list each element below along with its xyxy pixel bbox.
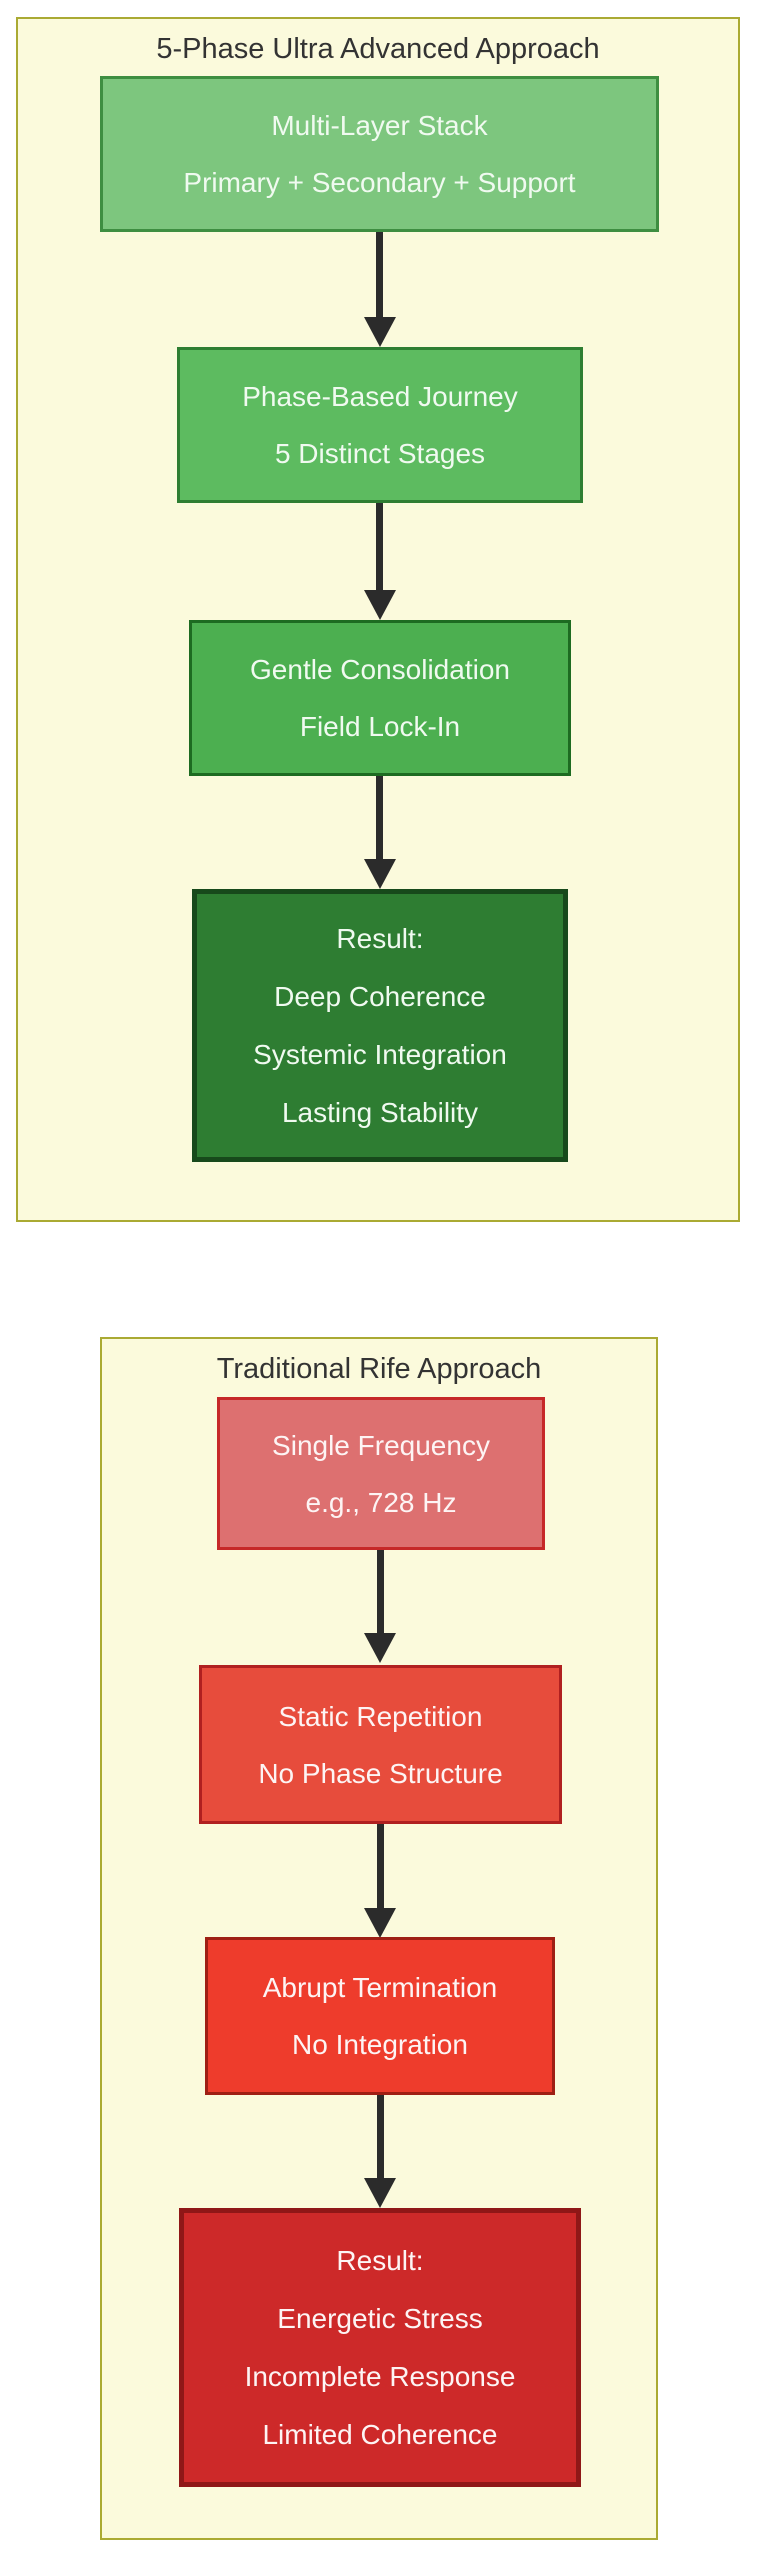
node-multi-layer-stack: Multi-Layer Stack Primary + Secondary + … [100,76,659,232]
cluster-traditional-title: Traditional Rife Approach [216,1353,542,1385]
node-line: Limited Coherence [262,2418,498,2450]
arrow-shaft [376,503,383,591]
node-line: Systemic Integration [253,1038,507,1070]
arrow-shaft [377,2095,384,2179]
node-line: 5 Distinct Stages [274,438,486,469]
arrow-head-icon [364,1633,396,1663]
node-abrupt-termination: Abrupt Termination No Integration [205,1937,555,2095]
node-line: Deep Coherence [274,980,486,1012]
arrow-head-icon [364,590,396,620]
node-line: No Phase Structure [258,1757,503,1789]
arrow-head-icon [364,859,396,889]
node-line: Result: [336,2244,424,2276]
cluster-advanced-title: 5-Phase Ultra Advanced Approach [156,33,600,65]
arrow-shaft [377,1824,384,1909]
arrow-shaft [376,232,383,318]
arrow-head-icon [364,2178,396,2208]
node-traditional-result: Result: Energetic Stress Incomplete Resp… [179,2208,581,2487]
arrow-shaft [377,1550,384,1634]
node-line: Incomplete Response [244,2360,516,2392]
node-line: Field Lock-In [299,711,461,742]
node-line: Energetic Stress [277,2302,483,2334]
node-advanced-result: Result: Deep Coherence Systemic Integrat… [192,889,568,1162]
node-line: Primary + Secondary + Support [183,167,576,198]
node-line: Abrupt Termination [262,1972,498,2003]
node-line: Phase-Based Journey [242,381,518,412]
node-line: e.g., 728 Hz [305,1486,457,1518]
arrow-head-icon [364,317,396,347]
node-line: Result: [336,922,424,954]
node-line: Lasting Stability [281,1096,479,1128]
node-single-frequency: Single Frequency e.g., 728 Hz [217,1397,545,1550]
node-phase-based-journey: Phase-Based Journey 5 Distinct Stages [177,347,583,503]
node-line: Gentle Consolidation [250,654,510,685]
node-line: No Integration [292,2029,468,2060]
arrow-shaft [376,776,383,860]
node-gentle-consolidation: Gentle Consolidation Field Lock-In [189,620,571,776]
cluster-advanced-approach: 5-Phase Ultra Advanced Approach Multi-La… [16,17,740,1222]
node-line: Multi-Layer Stack [271,110,488,141]
cluster-traditional-approach: Traditional Rife Approach Single Frequen… [100,1337,658,2540]
node-line: Single Frequency [272,1429,490,1461]
node-static-repetition: Static Repetition No Phase Structure [199,1665,562,1824]
node-line: Static Repetition [278,1700,483,1732]
arrow-head-icon [364,1908,396,1938]
